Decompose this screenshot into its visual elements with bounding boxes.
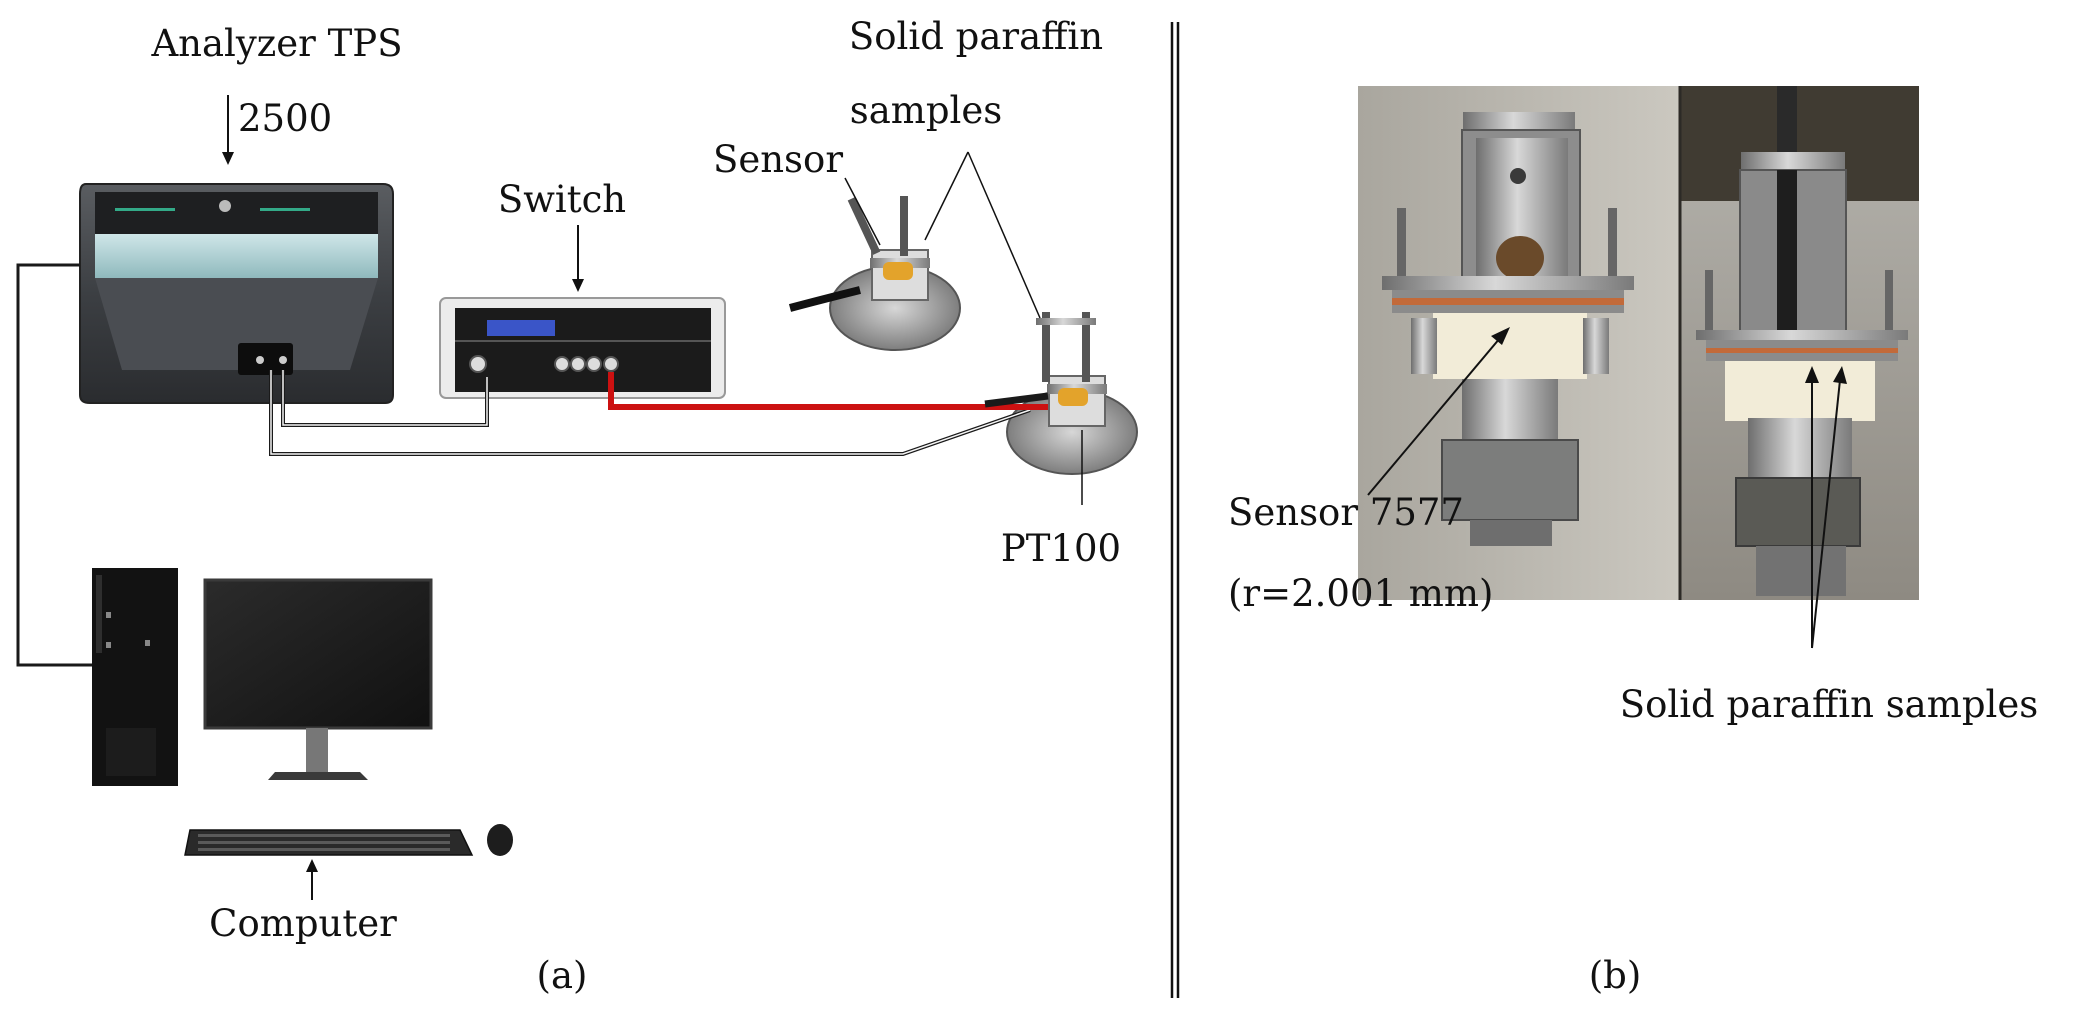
panel-b-arrows [1367, 327, 1847, 649]
sensor-7577-label: Sensor 7577 [1228, 491, 1464, 534]
computer-tower [92, 568, 178, 786]
computer-monitor [203, 578, 433, 780]
solid-paraffin-label-b: Solid paraffin samples [1619, 683, 2039, 726]
sensor-label-a: Sensor [712, 138, 844, 181]
solid-paraffin-label-a: Solid paraffin [848, 15, 1104, 58]
pt100-label: PT100 [1000, 527, 1122, 570]
photo-left-holder [1382, 112, 1634, 546]
switch-device [439, 297, 726, 399]
panel-b-photo [1358, 86, 1919, 600]
sample-holder-top [788, 196, 961, 351]
keyboard-mouse [184, 824, 513, 856]
sensor-radius-label: (r=2.001 mm) [1228, 572, 1494, 615]
samples-label-a: samples [849, 89, 1003, 132]
analyzer-model-label: 2500 [238, 97, 333, 140]
photo-right-holder [1696, 86, 1908, 596]
panel-a-caption: (a) [536, 954, 588, 997]
panel-divider [1170, 22, 1180, 998]
analyzer-label: Analyzer TPS [151, 22, 403, 65]
panel-a-arrows [222, 95, 1083, 900]
analyzer-tps-device [79, 183, 394, 404]
switch-label: Switch [497, 178, 627, 221]
cables [16, 263, 1049, 667]
sample-holder-bottom [1006, 312, 1138, 475]
panel-b-caption: (b) [1588, 954, 1642, 997]
computer-label: Computer [209, 902, 397, 945]
